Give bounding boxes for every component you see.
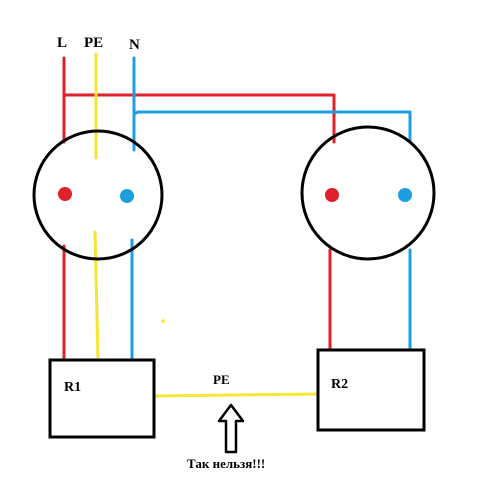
label-pe-top: PE bbox=[84, 35, 103, 51]
box-r2 bbox=[316, 348, 426, 432]
neutral-wire-bridge bbox=[132, 110, 412, 144]
pe-wire-r1-to-r2 bbox=[152, 392, 320, 398]
socket-right bbox=[300, 125, 436, 261]
label-pe-link: PE bbox=[213, 372, 230, 387]
warning-text: Так нельзя!!! bbox=[187, 456, 265, 471]
socket-left-neutral-terminal bbox=[120, 189, 134, 203]
socket-left bbox=[32, 129, 164, 261]
socket-left-line-terminal bbox=[58, 187, 72, 201]
up-arrow-icon bbox=[217, 403, 245, 454]
label-line: L bbox=[57, 35, 67, 51]
socket-right-neutral-terminal bbox=[398, 188, 412, 202]
socket-right-line-terminal bbox=[325, 188, 339, 202]
socket-left-outline bbox=[32, 129, 164, 261]
wires bbox=[62, 52, 412, 398]
pe-wire-to-r1 bbox=[93, 230, 100, 362]
label-box-r2: R2 bbox=[331, 377, 348, 392]
stray-dot bbox=[161, 319, 165, 323]
line-wire-bridge bbox=[62, 93, 336, 144]
socket-right-outline bbox=[300, 125, 436, 261]
label-neutral: N bbox=[129, 37, 140, 53]
label-box-r1: R1 bbox=[64, 380, 81, 395]
box-r1 bbox=[48, 358, 156, 439]
